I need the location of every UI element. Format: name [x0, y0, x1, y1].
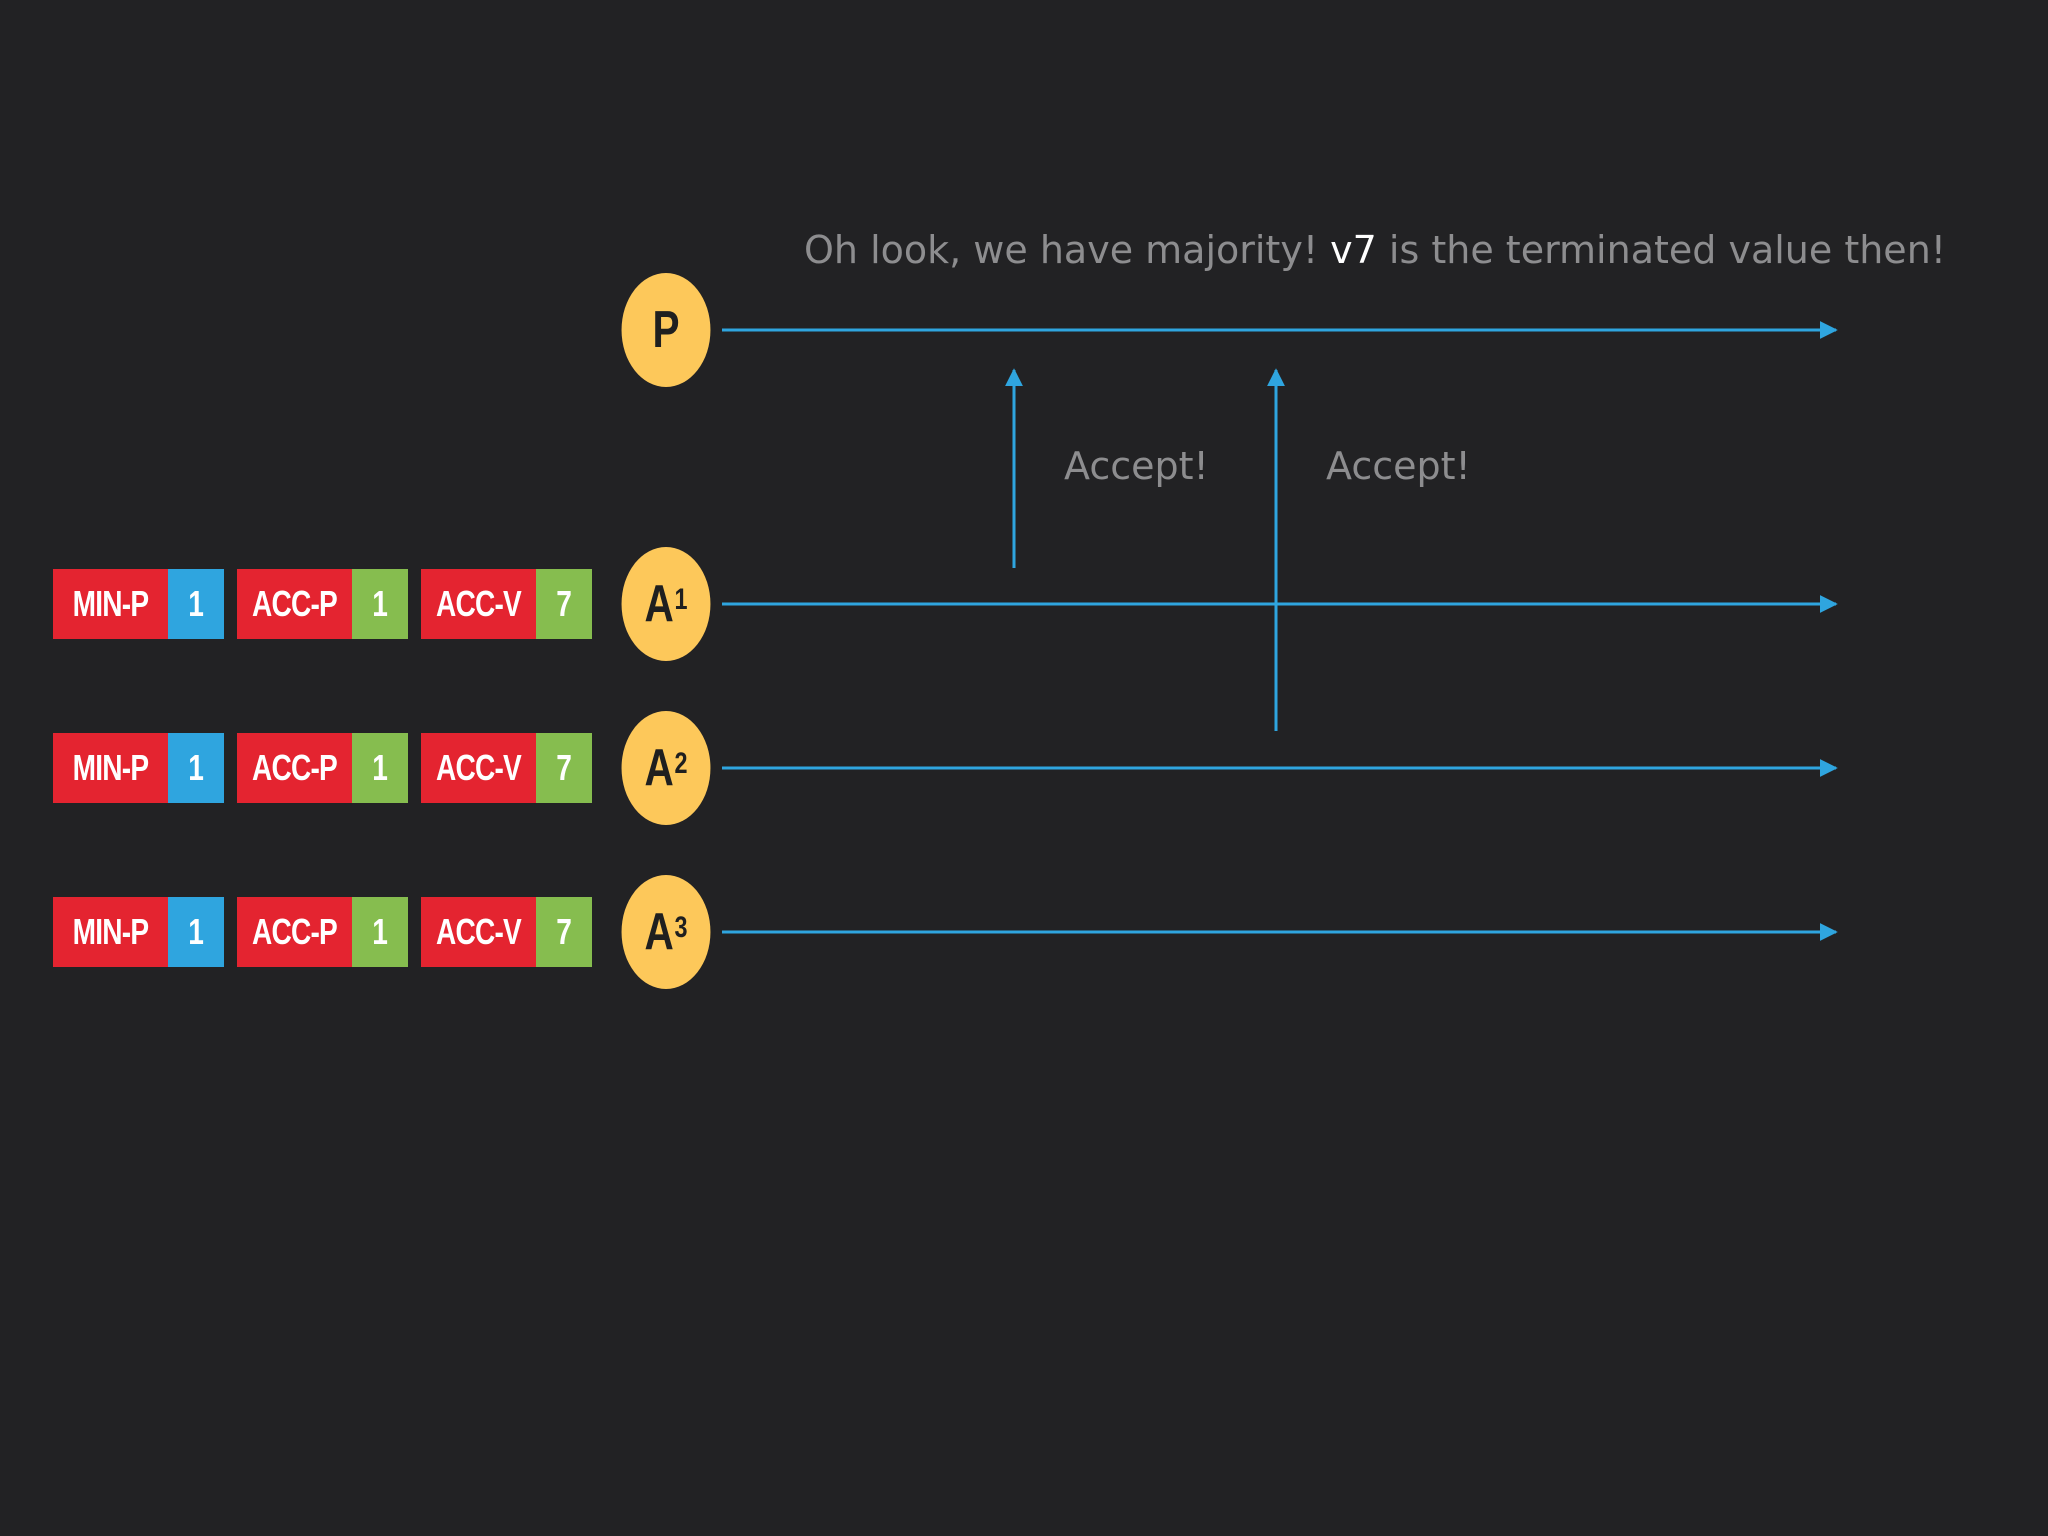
- acc-v-value: 7: [536, 733, 592, 803]
- min-p-value: 1: [168, 733, 224, 803]
- min-p-label: MIN-P: [53, 897, 168, 967]
- acc-v-label: ACC-V: [421, 733, 536, 803]
- proposer-node-p: P: [621, 273, 711, 387]
- acc-v-label: ACC-V: [421, 569, 536, 639]
- min-p-label: MIN-P: [53, 569, 168, 639]
- node-subscript: 1: [674, 583, 688, 616]
- node-letter: P: [652, 301, 680, 359]
- min-p-label: MIN-P: [53, 733, 168, 803]
- node-letter: A: [644, 903, 674, 961]
- acceptor-state-a3: MIN-P 1 ACC-P 1 ACC-V 7: [53, 897, 592, 967]
- acc-v-value: 7: [536, 569, 592, 639]
- message-label-a2: Accept!: [1326, 444, 1471, 488]
- headline-suffix: is the terminated value then!: [1388, 228, 1947, 272]
- min-p-value: 1: [168, 569, 224, 639]
- acc-v-cell: ACC-V 7: [421, 897, 592, 967]
- acceptor-state-a2: MIN-P 1 ACC-P 1 ACC-V 7: [53, 733, 592, 803]
- acc-p-value: 1: [352, 897, 408, 967]
- acc-p-value: 1: [352, 569, 408, 639]
- headline-prefix: Oh look, we have majority!: [804, 228, 1319, 272]
- acc-p-cell: ACC-P 1: [237, 569, 408, 639]
- node-letter: A: [644, 575, 674, 633]
- acc-v-cell: ACC-V 7: [421, 733, 592, 803]
- acc-p-label: ACC-P: [237, 569, 352, 639]
- headline-caption: Oh look, we have majority! v7 is the ter…: [804, 222, 1946, 278]
- headline-highlight: v7: [1330, 228, 1377, 272]
- min-p-value: 1: [168, 897, 224, 967]
- acc-p-cell: ACC-P 1: [237, 897, 408, 967]
- acc-p-value: 1: [352, 733, 408, 803]
- message-label-a1: Accept!: [1064, 444, 1209, 488]
- node-subscript: 2: [674, 747, 688, 780]
- acc-v-cell: ACC-V 7: [421, 569, 592, 639]
- acc-p-cell: ACC-P 1: [237, 733, 408, 803]
- min-p-cell: MIN-P 1: [53, 569, 224, 639]
- node-subscript: 3: [674, 911, 688, 944]
- acc-p-label: ACC-P: [237, 733, 352, 803]
- min-p-cell: MIN-P 1: [53, 733, 224, 803]
- acc-p-label: ACC-P: [237, 897, 352, 967]
- node-letter: A: [644, 739, 674, 797]
- acc-v-label: ACC-V: [421, 897, 536, 967]
- min-p-cell: MIN-P 1: [53, 897, 224, 967]
- acc-v-value: 7: [536, 897, 592, 967]
- acceptor-state-a1: MIN-P 1 ACC-P 1 ACC-V 7: [53, 569, 592, 639]
